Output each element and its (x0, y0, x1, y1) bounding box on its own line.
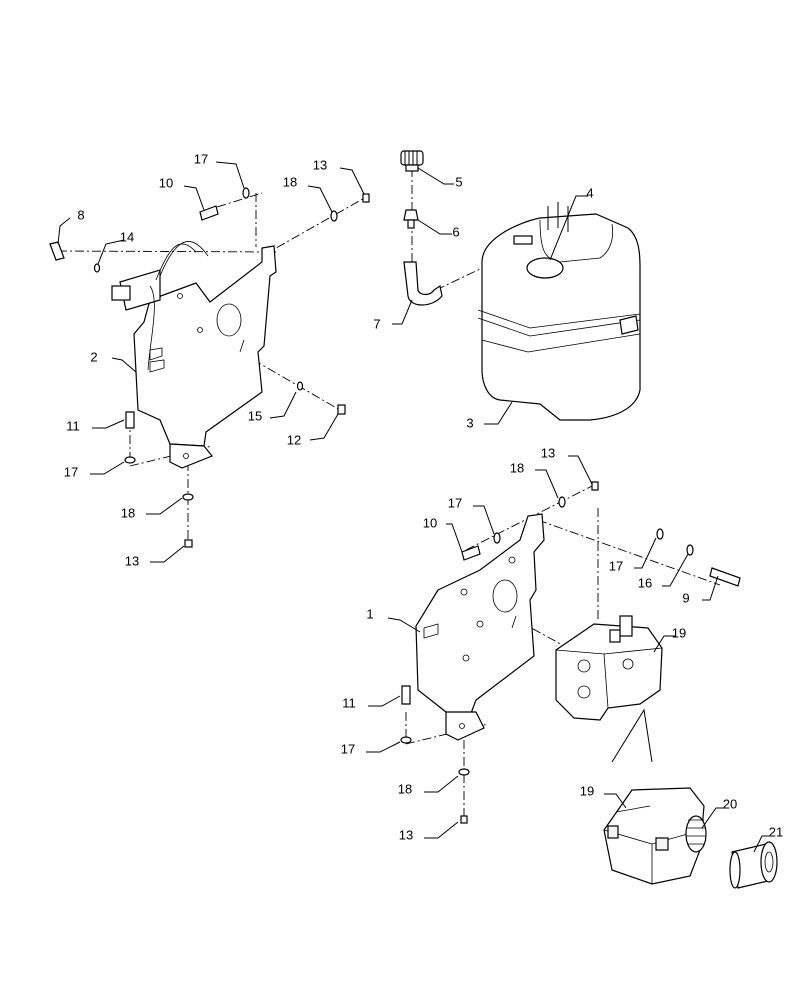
callout-label-18: 18 (283, 174, 297, 189)
callout-label-13: 13 (125, 553, 139, 568)
callout-label-18: 18 (510, 460, 524, 475)
callout-label-18: 18 (121, 505, 135, 520)
callout-label-11: 11 (342, 695, 356, 710)
leader-lines (57, 161, 774, 853)
tank-3 (477, 202, 641, 421)
callout-label-13: 13 (313, 157, 327, 172)
callout-label-19: 19 (672, 625, 686, 640)
bracket-1 (415, 513, 545, 741)
filter-21 (729, 841, 778, 889)
callout-label-17: 17 (448, 495, 462, 510)
bracket-2 (111, 241, 277, 469)
cap-5 (400, 150, 424, 172)
pump-19-mounted (555, 615, 663, 721)
callout-label-17: 17 (609, 558, 623, 573)
callout-label-2: 2 (90, 349, 97, 364)
callout-label-18: 18 (398, 781, 412, 796)
fitting-6 (403, 209, 419, 229)
callout-label-14: 14 (120, 229, 134, 244)
callout-label-17: 17 (64, 464, 78, 479)
callout-label-1: 1 (366, 606, 373, 621)
gear-20 (685, 815, 707, 853)
callout-label-15: 15 (248, 408, 262, 423)
callout-label-4: 4 (586, 185, 593, 200)
callout-label-20: 20 (723, 796, 737, 811)
callout-label-16: 16 (638, 575, 652, 590)
callout-label-8: 8 (77, 207, 84, 222)
callout-label-6: 6 (452, 224, 459, 239)
callout-label-7: 7 (373, 316, 380, 331)
detail-indicator (611, 708, 653, 763)
callout-label-13: 13 (399, 827, 413, 842)
callout-label-10: 10 (159, 175, 173, 190)
callout-label-19: 19 (580, 783, 594, 798)
callout-label-11: 11 (66, 418, 80, 433)
pump-19-detail (603, 787, 705, 885)
callout-labels: 1234567891010111112131313131415161717171… (64, 151, 783, 842)
callout-label-13: 13 (541, 445, 555, 460)
callout-label-21: 21 (769, 824, 783, 839)
callout-label-10: 10 (423, 515, 437, 530)
callout-label-17: 17 (194, 151, 208, 166)
callout-label-17: 17 (341, 741, 355, 756)
callout-label-5: 5 (455, 174, 462, 189)
callout-label-3: 3 (466, 415, 473, 430)
fasteners (49, 187, 741, 824)
callout-label-12: 12 (287, 432, 301, 447)
hose-7 (403, 261, 443, 306)
callout-label-9: 9 (682, 590, 689, 605)
